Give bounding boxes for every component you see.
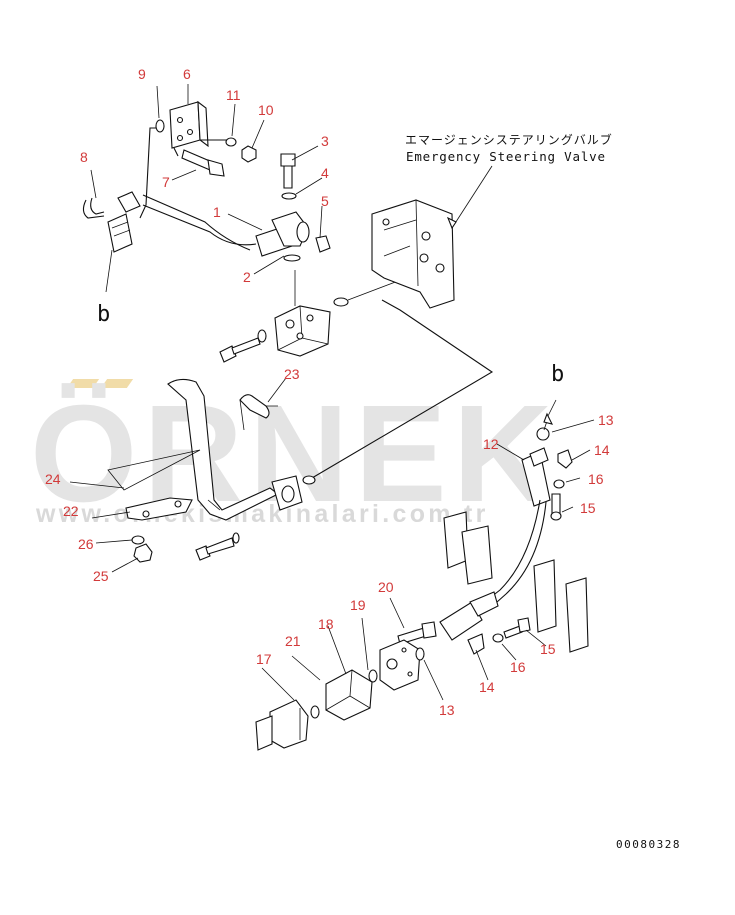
callout-10: 10 <box>258 102 274 118</box>
callout-22: 22 <box>63 503 79 519</box>
nut-25 <box>133 543 153 563</box>
hose-end-lower <box>439 591 499 641</box>
o-ring-18 <box>368 669 378 683</box>
nut-10 <box>241 145 257 163</box>
harness-line-lower <box>142 204 257 246</box>
pump-flange <box>255 699 309 751</box>
block-21 <box>325 669 373 721</box>
valve-label-leader <box>451 165 493 229</box>
callout-8: 8 <box>80 149 88 165</box>
pipe-tube <box>167 378 280 521</box>
callout-5: 5 <box>321 193 329 209</box>
callout-6: 6 <box>183 66 191 82</box>
bolt-pipe <box>195 532 240 561</box>
drawing-code: 00080328 <box>616 838 681 851</box>
reference-letter-b-left: b <box>97 302 111 327</box>
o-ring-17 <box>310 705 320 719</box>
hydraulic-route <box>311 299 494 479</box>
callout-15-lower: 15 <box>540 641 556 657</box>
callout-26: 26 <box>78 536 94 552</box>
o-ring-2 <box>283 254 301 262</box>
clamp-23 <box>239 394 270 419</box>
callout-20: 20 <box>378 579 394 595</box>
callout-24: 24 <box>45 471 61 487</box>
harness-line <box>139 127 160 219</box>
clamp-14-top <box>557 449 573 469</box>
emergency-steering-valve <box>371 199 455 309</box>
watermark-url: www.ornekismakinalari.com.tr <box>36 500 489 528</box>
bracket-6 <box>169 100 230 157</box>
bolt-block <box>219 329 267 363</box>
callout-16-lower: 16 <box>510 659 526 675</box>
washer-4 <box>281 192 297 200</box>
hose-12 <box>481 447 551 611</box>
callout-16-top: 16 <box>588 471 604 487</box>
callout-13-top: 13 <box>598 412 614 428</box>
callout-2: 2 <box>243 269 251 285</box>
o-ring-13-lower <box>415 647 425 661</box>
washer-16-top <box>553 479 565 489</box>
clamp-14-lower <box>467 633 485 655</box>
bolt-3 <box>280 153 296 189</box>
callout-14-lower: 14 <box>479 679 495 695</box>
clamp-blocks <box>443 511 589 653</box>
leader-24-shape <box>107 449 201 491</box>
harness-line-upper <box>142 194 251 251</box>
connector-8 <box>82 191 141 253</box>
callout-25: 25 <box>93 568 109 584</box>
callout-21: 21 <box>285 633 301 649</box>
o-ring-block <box>333 297 349 307</box>
callout-4: 4 <box>321 165 329 181</box>
callout-3: 3 <box>321 133 329 149</box>
callout-14-top: 14 <box>594 442 610 458</box>
callout-13-lower: 13 <box>439 702 455 718</box>
cap-13-top <box>536 427 550 441</box>
callout-12: 12 <box>483 436 499 452</box>
washer-11 <box>225 137 237 147</box>
flange-pipe <box>271 475 303 511</box>
callout-9: 9 <box>138 66 146 82</box>
bolt-7 <box>181 149 225 177</box>
bolt-15-lower <box>503 617 531 639</box>
valve-label-english: Emergency Steering Valve <box>406 149 606 164</box>
washer-26 <box>131 535 145 545</box>
bolt-15-top <box>550 493 562 521</box>
callout-1: 1 <box>213 204 221 220</box>
callout-19: 19 <box>350 597 366 613</box>
valve-label-japanese: エマージェンシステアリングバルブ <box>405 133 613 147</box>
callout-7: 7 <box>162 174 170 190</box>
reference-letter-b-right: b <box>551 362 565 387</box>
o-ring-pipe <box>302 475 316 485</box>
callout-18: 18 <box>318 616 334 632</box>
valve-block <box>274 270 331 357</box>
callout-17: 17 <box>256 651 272 667</box>
washer-16-lower <box>492 633 504 643</box>
flange-19 <box>379 639 421 691</box>
switch-1 <box>255 211 310 257</box>
callout-23: 23 <box>284 366 300 382</box>
bracket-22 <box>125 497 193 521</box>
callout-15-top: 15 <box>580 500 596 516</box>
clip-9 <box>155 119 165 133</box>
callout-11: 11 <box>226 87 241 103</box>
plug-5 <box>315 235 331 253</box>
